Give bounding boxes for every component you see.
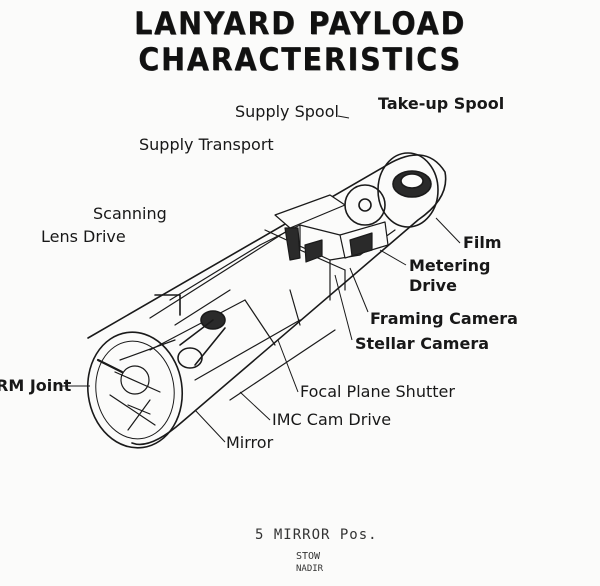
label-drive: Drive (409, 276, 457, 295)
diagram-title: LANYARD PAYLOAD CHARACTERISTICS (134, 6, 466, 78)
payload-body-outline (86, 154, 447, 449)
label-takeup-spool: Take-up Spool (378, 94, 505, 113)
label-lens-drive: Lens Drive (41, 227, 126, 246)
handwritten-mirror-note: 5 MIRROR Pos. (255, 527, 378, 543)
label-focal-plane-shutter: Focal Plane Shutter (300, 382, 455, 401)
handwritten-stow-note: STOW (296, 551, 321, 562)
mirror-assembly (96, 358, 161, 415)
handwritten-nadir-note: NADIR (296, 564, 324, 574)
label-metering: Metering (409, 256, 491, 275)
label-film: Film (463, 233, 502, 252)
label-mirror: Mirror (226, 433, 274, 452)
label-supply-transport: Supply Transport (139, 135, 274, 154)
framing-camera-block (274, 194, 389, 263)
takeup-spool-drum (377, 152, 439, 228)
label-supply-spool: Supply Spool (235, 102, 339, 121)
label-stellar-camera: Stellar Camera (355, 334, 489, 353)
lens-assembly (154, 294, 226, 369)
label-scanning: Scanning (93, 204, 167, 223)
supply-spool-drum (344, 184, 386, 226)
label-rm-joint: RM Joint (0, 376, 72, 395)
leader-lines (60, 115, 461, 443)
label-imc-cam-drive: IMC Cam Drive (272, 410, 392, 429)
label-framing-camera: Framing Camera (370, 309, 518, 328)
